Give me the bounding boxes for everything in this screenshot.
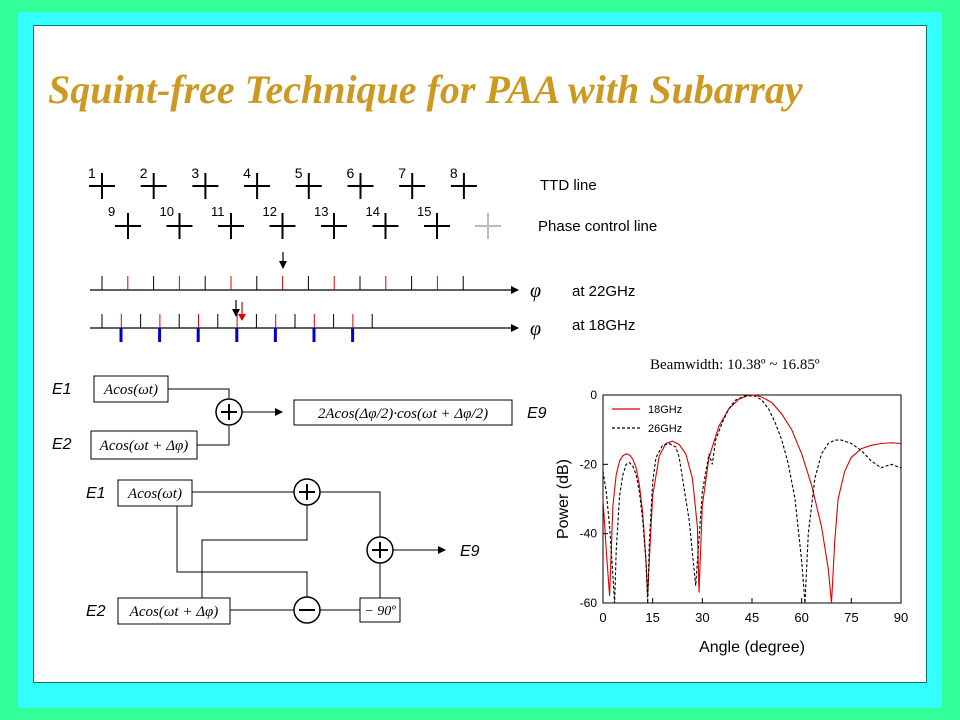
c2-shift-label: − 90º xyxy=(364,604,396,619)
x-tick-label: 30 xyxy=(695,610,709,625)
legend-label: 26GHz xyxy=(648,423,682,435)
c1-e9-label: E9 xyxy=(527,405,547,422)
ttd-element-number: 6 xyxy=(347,165,355,181)
phase-element-number: 9 xyxy=(108,204,115,219)
phi-symbol-18: φ xyxy=(530,318,541,340)
phase-element xyxy=(166,213,193,239)
ticks-18ghz xyxy=(101,314,373,342)
phase-axis-18ghz: φ at 18GHz xyxy=(90,300,635,342)
c1-input1-expr: Acos(ωt) xyxy=(103,382,158,398)
y-tick-label: -40 xyxy=(580,527,598,541)
phase-element xyxy=(269,213,296,239)
series-18GHz xyxy=(602,394,902,604)
phase-control-line-label: Phase control line xyxy=(538,218,657,235)
ttd-element xyxy=(140,173,167,199)
c2-e2-label: E2 xyxy=(86,603,106,620)
series-26GHz xyxy=(602,395,902,604)
ttd-element xyxy=(192,173,219,199)
c2-e1-label: E1 xyxy=(86,485,106,502)
x-tick-label: 0 xyxy=(599,610,606,625)
ttd-element-number: 3 xyxy=(191,165,199,181)
ttd-element xyxy=(89,173,115,199)
steer-arrowhead-red xyxy=(238,314,246,321)
c2-input1-box xyxy=(117,479,193,507)
x-tick-label: 90 xyxy=(894,610,908,625)
phase-axis-22ghz: φ at 22GHz xyxy=(90,252,635,302)
phase-element xyxy=(115,213,141,239)
c1-e2-label: E2 xyxy=(52,436,72,453)
ttd-line-label: TTD line xyxy=(540,177,597,194)
y-tick-label: -20 xyxy=(580,457,598,471)
ttd-element-number: 1 xyxy=(88,165,96,181)
phase-element xyxy=(218,213,244,239)
c1-e1-label: E1 xyxy=(52,381,72,398)
combiner-2: E1 Acos(ωt) E2 Acos(ωt + Δφ) − 90º E9 xyxy=(86,478,480,625)
ttd-element-number: 7 xyxy=(398,165,406,181)
ttd-element xyxy=(295,173,322,199)
slide-title: Squint-free Technique for PAA with Subar… xyxy=(48,67,803,112)
placeholder-element xyxy=(475,213,501,239)
ttd-element-number: 8 xyxy=(450,165,458,181)
y-tick-label: -60 xyxy=(580,596,598,610)
c1-output-expr: 2Acos(Δφ/2)·cos(ωt + Δφ/2) xyxy=(318,406,488,422)
ttd-element-number: 4 xyxy=(243,165,251,181)
phase-element-number: 15 xyxy=(417,204,431,219)
phase-element xyxy=(424,213,450,239)
phase-element-number: 13 xyxy=(314,204,328,219)
chart-legend: 18GHz 26GHz xyxy=(612,404,682,435)
legend-label: 18GHz xyxy=(648,404,682,416)
phi-symbol-22: φ xyxy=(530,280,541,302)
x-tick-label: 15 xyxy=(645,610,659,625)
chart-xlabel: Angle (degree) xyxy=(699,639,805,656)
ttd-element xyxy=(347,173,374,199)
c2-phase-shifter xyxy=(359,597,401,623)
phase-element-number: 12 xyxy=(263,204,277,219)
phase-element-number: 11 xyxy=(211,204,225,219)
x-tick-label: 45 xyxy=(745,610,759,625)
combiner-1: E1 Acos(ωt) E2 Acos(ωt + Δφ) 2Acos(Δφ/2)… xyxy=(52,375,547,460)
beamwidth-label: Beamwidth: 10.38º ~ 16.85º xyxy=(650,357,820,373)
label-22ghz: at 22GHz xyxy=(572,283,635,300)
c1-input2-box xyxy=(90,430,198,460)
y-tick-label: 0 xyxy=(590,388,597,402)
phase-element xyxy=(372,213,399,239)
phase-element-number: 10 xyxy=(160,204,174,219)
c2-input1-expr: Acos(ωt) xyxy=(127,486,182,502)
c2-input2-box xyxy=(117,597,231,625)
ttd-element-number: 2 xyxy=(140,165,148,181)
c1-output-box xyxy=(293,399,513,426)
c2-input2-expr: Acos(ωt + Δφ) xyxy=(129,604,219,620)
label-18ghz: at 18GHz xyxy=(572,317,635,334)
x-tick-label: 75 xyxy=(844,610,858,625)
ttd-element xyxy=(450,173,477,199)
ticks-22ghz xyxy=(101,276,464,290)
ttd-element-number: 5 xyxy=(295,165,303,181)
x-tick-label: 60 xyxy=(794,610,808,625)
phase-element-number: 14 xyxy=(366,204,380,219)
ttd-element xyxy=(244,173,271,199)
c2-e9-label: E9 xyxy=(460,543,480,560)
phase-element xyxy=(321,213,347,239)
c1-input1-box xyxy=(93,375,169,403)
ttd-element xyxy=(399,173,426,199)
c1-input2-expr: Acos(ωt + Δφ) xyxy=(99,438,189,454)
chart-ylabel: Power (dB) xyxy=(555,459,572,539)
